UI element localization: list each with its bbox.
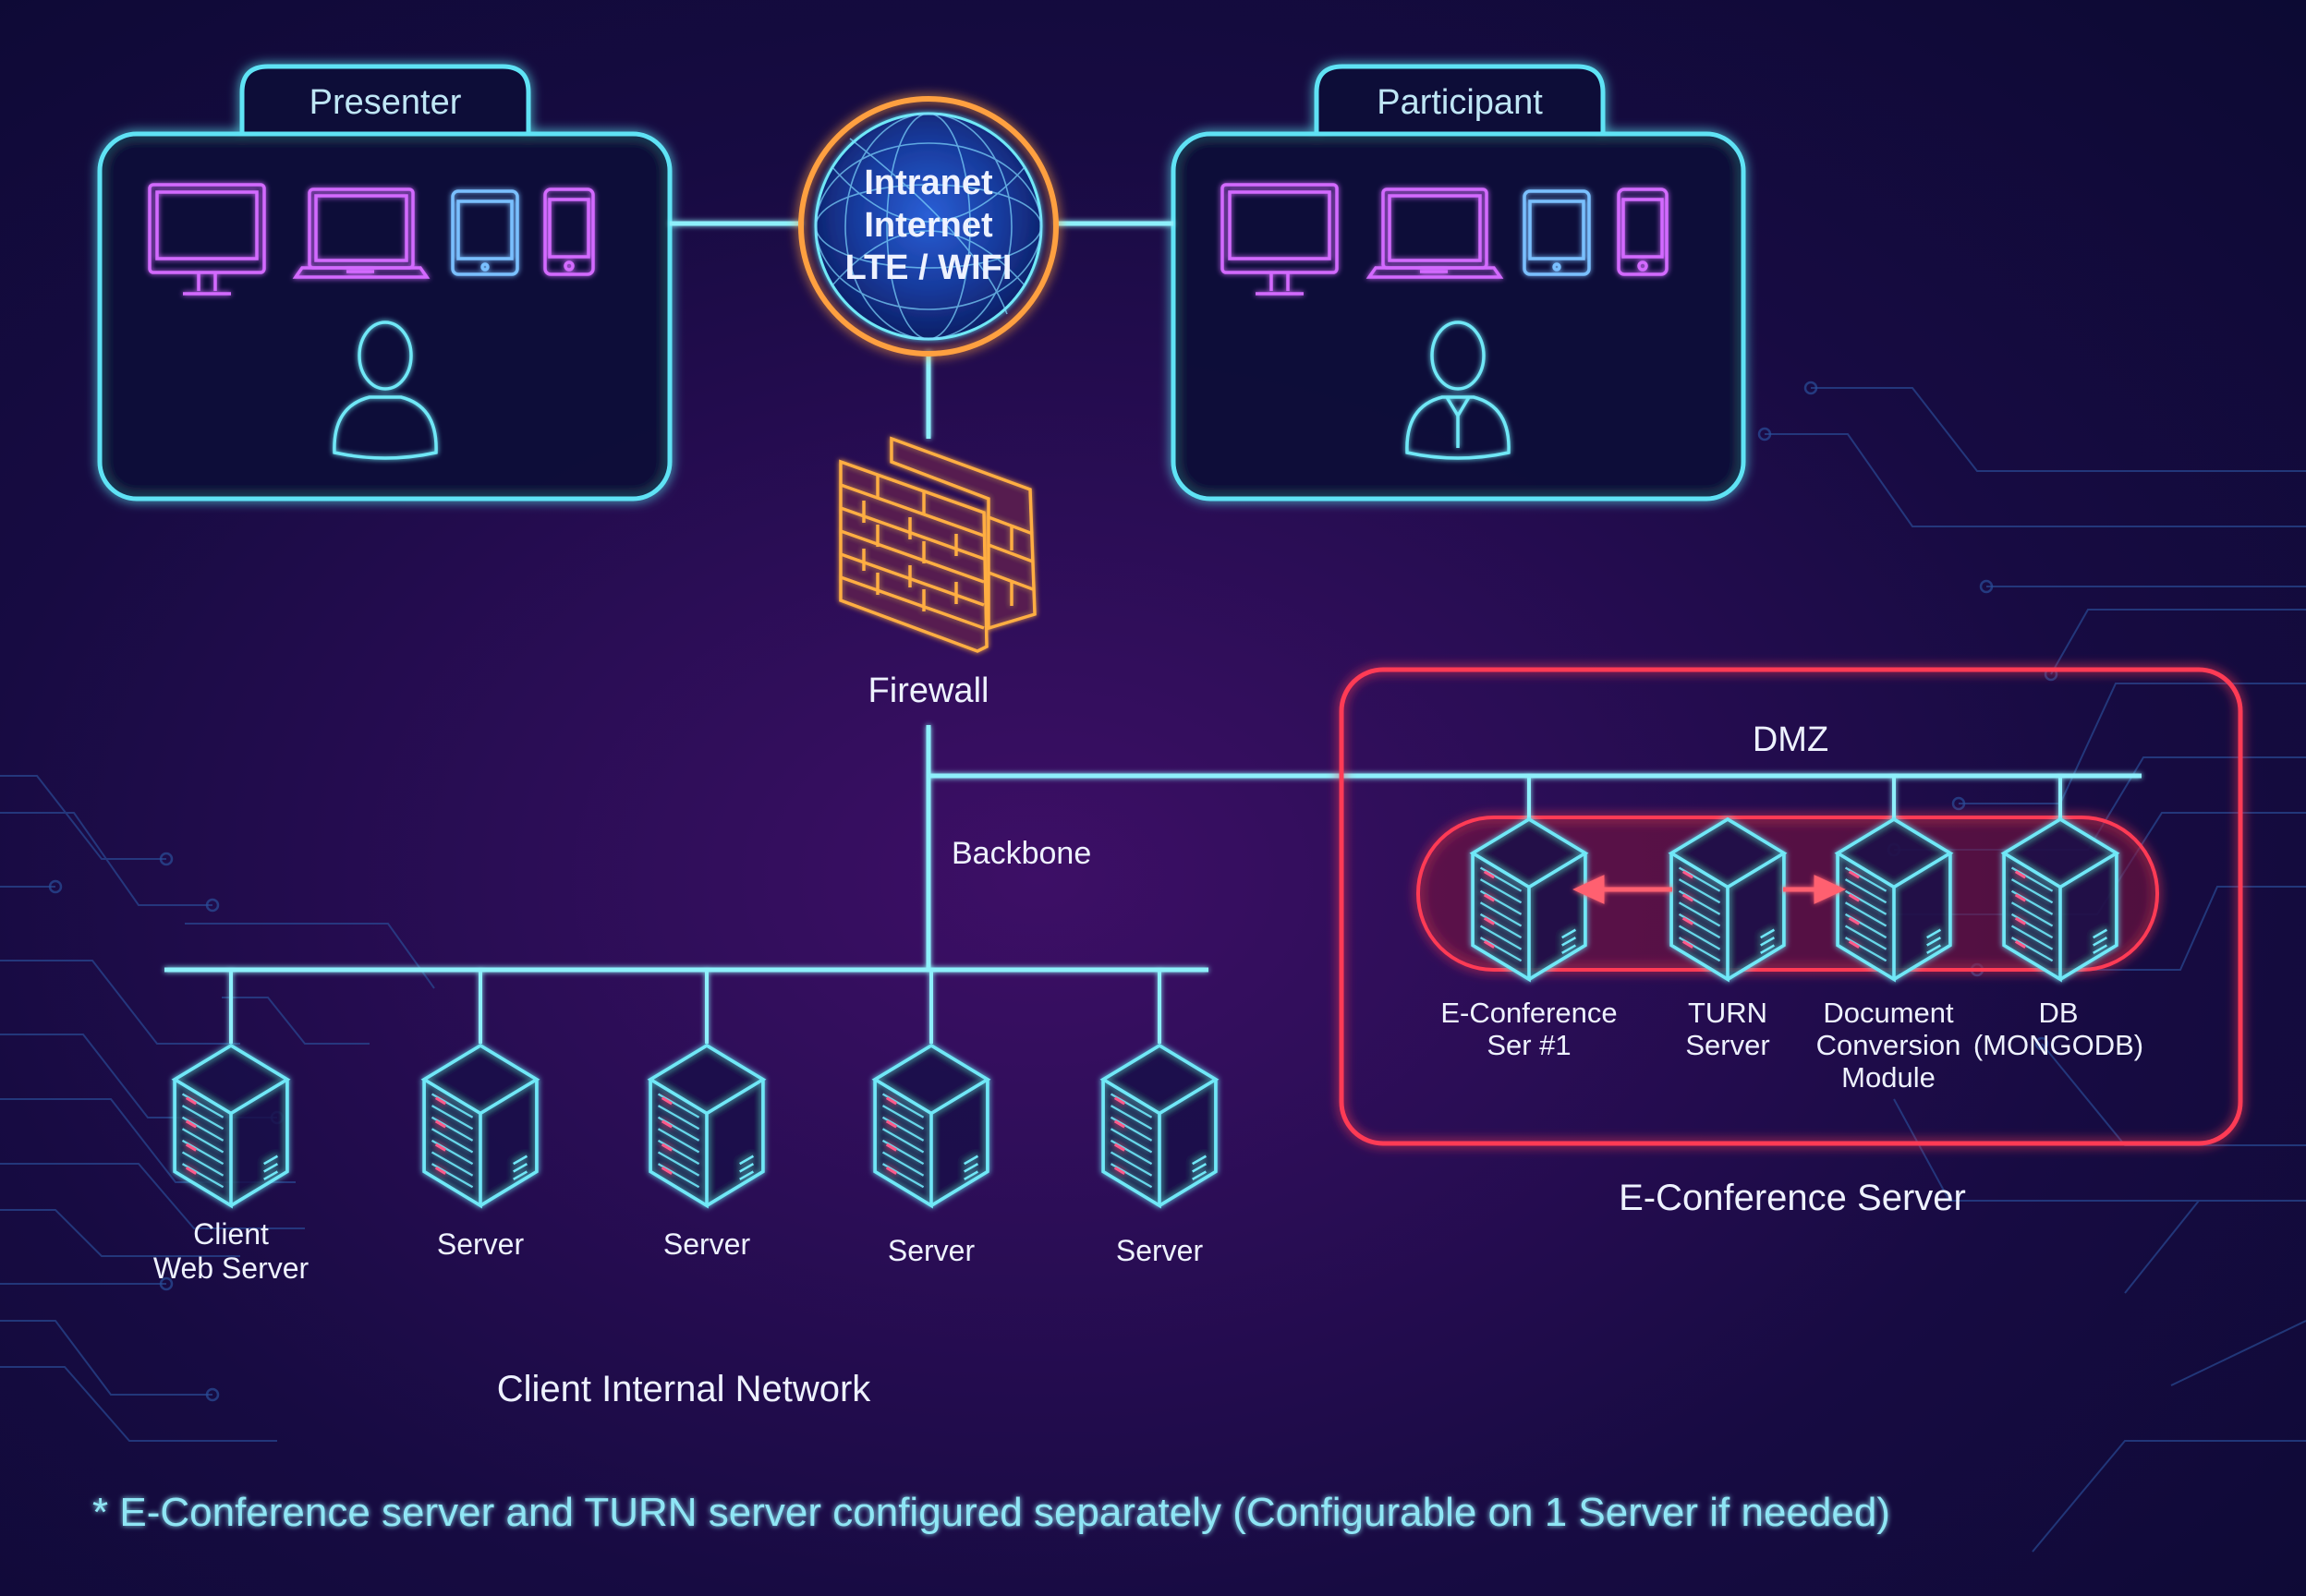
dmz-server-label: (MONGODB) <box>1973 1029 2143 1061</box>
presenter-panel <box>97 64 673 502</box>
dmz-server-label: Document <box>1823 997 1954 1029</box>
presenter-title: Presenter <box>309 83 462 122</box>
dmz-label: DMZ <box>1753 720 1828 759</box>
client-server-5 <box>1101 1044 1218 1208</box>
globe-label-line-3: LTE / WIFI <box>845 248 1013 287</box>
dmz-server-label: Module <box>1841 1061 1936 1094</box>
tablet-icon <box>451 189 519 276</box>
footnote: * E-Conference server and TURN server co… <box>92 1490 1890 1535</box>
globe-label-line-2: Internet <box>864 206 993 245</box>
dmz-server-label: Ser #1 <box>1487 1029 1571 1061</box>
network-globe <box>798 96 1059 357</box>
dmz-server-label: Conversion <box>1816 1029 1961 1061</box>
globe-label-line-1: Intranet <box>864 163 993 202</box>
phone-icon <box>543 187 595 276</box>
client-server-label: Server <box>437 1227 525 1261</box>
dmz-server-db <box>2002 817 2118 982</box>
globe-links <box>670 221 1173 439</box>
client-server-3 <box>649 1044 765 1208</box>
dmz-zone <box>1339 667 2243 1146</box>
firewall-icon <box>839 436 1037 653</box>
laptop-icon <box>292 187 431 279</box>
dmz-server-econference <box>1471 817 1587 982</box>
client-server-label: Server <box>888 1234 976 1267</box>
client-drops <box>229 970 1161 1044</box>
econference-server-group-label: E-Conference Server <box>1619 1178 1966 1218</box>
client-server-label: Client <box>193 1217 269 1251</box>
monitor-icon <box>148 183 266 296</box>
participant-devices <box>1220 183 1669 296</box>
dmz-server-label: Server <box>1685 1029 1769 1061</box>
client-server-labels: Client Web Server Server Server Server S… <box>153 1217 1204 1285</box>
dmz-server-label: TURN <box>1688 997 1767 1029</box>
presenter-devices <box>148 183 595 296</box>
client-server-label: Server <box>1116 1234 1204 1267</box>
firewall-label: Firewall <box>868 671 989 710</box>
tablet-icon <box>1523 189 1591 276</box>
backbone-lines <box>164 725 2142 973</box>
dmz-server-label: E-Conference <box>1440 997 1617 1029</box>
client-server-web <box>173 1044 289 1208</box>
phone-icon <box>1617 187 1669 276</box>
backbone-label: Backbone <box>952 836 1091 871</box>
dmz-drops <box>1527 776 2062 820</box>
dmz-server-docconv <box>1836 817 1952 982</box>
user-icon <box>333 320 438 460</box>
participant-title: Participant <box>1377 83 1543 122</box>
laptop-icon <box>1365 187 1504 279</box>
globe-icon <box>815 113 1042 340</box>
client-server-4 <box>873 1044 989 1208</box>
dmz-server-label: DB <box>2038 997 2078 1029</box>
client-internal-network-label: Client Internal Network <box>497 1369 872 1409</box>
client-server-label: Server <box>663 1227 751 1261</box>
client-server-label: Web Server <box>153 1251 309 1285</box>
dmz-server-labels: E-Conference Ser #1 TURN Server Document… <box>1440 997 2143 1094</box>
client-server-2 <box>422 1044 539 1208</box>
user-with-tie-icon <box>1405 320 1511 460</box>
turn-link-arrows <box>1572 875 1846 904</box>
monitor-icon <box>1220 183 1339 296</box>
participant-panel <box>1171 64 1746 502</box>
dmz-server-turn <box>1669 817 1786 982</box>
